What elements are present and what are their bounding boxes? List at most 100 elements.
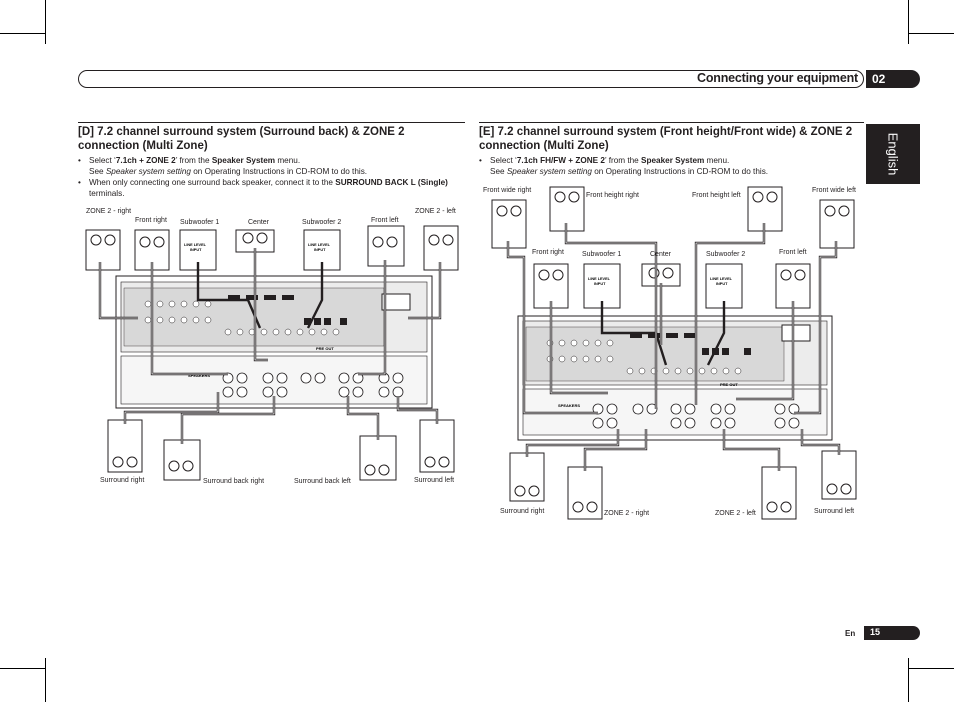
speaker-terminal [338, 372, 350, 384]
speaker-surround-back-left [359, 435, 397, 481]
rca-jack [626, 367, 634, 375]
page-title: Connecting your equipment [697, 71, 858, 85]
preout-terminal [314, 318, 321, 325]
section-d-title: [D] 7.2 channel surround system (Surroun… [78, 126, 405, 152]
rca-jack [180, 300, 188, 308]
speaker-terminal [352, 386, 364, 398]
label-front-right: Front right [532, 249, 564, 256]
preout-terminal [744, 348, 751, 355]
rca-jack [284, 328, 292, 336]
label-zone2-left: ZONE 2 - left [715, 510, 756, 517]
speaker-terminal [314, 372, 326, 384]
label-front-wide-left: Front wide left [812, 187, 856, 194]
crop-mark [0, 668, 45, 669]
crop-mark [908, 0, 909, 44]
rca-jack [606, 355, 614, 363]
rca-jack [570, 355, 578, 363]
speaker-front-wide-left [819, 199, 855, 249]
terminal-minus-icon [139, 236, 151, 248]
label-subwoofer-2: Subwoofer 2 [706, 251, 745, 258]
speaker-terminal [222, 386, 234, 398]
terminal-plus-icon [528, 485, 540, 497]
terminal-plus-icon [256, 232, 268, 244]
section-d-instructions: Select ‘7.1ch + ZONE 2’ from the Speaker… [78, 155, 468, 199]
label-surround-back-right: Surround back right [203, 478, 264, 485]
rca-jack [662, 367, 670, 375]
rca-jack [594, 355, 602, 363]
rca-jack [638, 367, 646, 375]
speaker-terminal [276, 386, 288, 398]
terminal-minus-icon [554, 191, 566, 203]
section-d-bullet-2: When only connecting one surround back s… [78, 177, 468, 199]
terminal-minus-icon [766, 501, 778, 513]
speaker-terminal [262, 386, 274, 398]
crop-mark [909, 33, 954, 34]
terminal-minus-icon [428, 234, 440, 246]
chapter-number: 02 [872, 72, 886, 86]
speaker-terminal [592, 417, 604, 429]
terminal-plus-icon [510, 205, 522, 217]
label-surround-back-left: Surround back left [294, 478, 351, 485]
hdmi-port [228, 295, 240, 300]
speaker-terminal [774, 417, 786, 429]
speaker-terminal [724, 417, 736, 429]
speaker-zone2-right [567, 466, 603, 520]
line-level-label: INPUT [314, 248, 326, 252]
rca-jack [168, 316, 176, 324]
terminal-minus-icon [364, 464, 376, 476]
speaker-terminal [606, 403, 618, 415]
cable-subwoofer-1 [600, 301, 668, 366]
section-e-bullet-1: Select ‘7.1ch FH/FW + ZONE 2’ from the S… [479, 155, 869, 177]
terminal-plus-icon [442, 234, 454, 246]
line-level-label: LINE LEVEL [710, 277, 733, 281]
terminal-plus-icon [378, 464, 390, 476]
rca-jack [722, 367, 730, 375]
terminal-minus-icon [538, 269, 550, 281]
diagram-e: SPEAKERS PRE OUT LINE LEVEL INPUT LINE L… [483, 186, 857, 520]
rca-jack [156, 300, 164, 308]
terminal-plus-icon [386, 236, 398, 248]
rca-jack [686, 367, 694, 375]
rca-jack [144, 300, 152, 308]
power-inlet [781, 324, 811, 342]
speaker-zone2-left [761, 466, 797, 520]
preout-terminal [722, 348, 729, 355]
terminal-plus-icon [438, 456, 450, 468]
rca-jack [272, 328, 280, 336]
subwoofer-2 [705, 263, 743, 309]
terminal-minus-icon [826, 483, 838, 495]
rca-jack [204, 300, 212, 308]
terminal-minus-icon [496, 205, 508, 217]
terminal-minus-icon [514, 485, 526, 497]
rca-jack [308, 328, 316, 336]
line-level-label: LINE LEVEL [588, 277, 611, 281]
rca-jack [144, 316, 152, 324]
section-e-rule [479, 122, 864, 123]
terminal-plus-icon [104, 234, 116, 246]
terminal-plus-icon [182, 460, 194, 472]
label-subwoofer-1: Subwoofer 1 [582, 251, 621, 258]
label-surround-right: Surround right [100, 477, 144, 484]
language-tab: English [866, 124, 920, 184]
label-front-right: Front right [135, 217, 167, 224]
cable-subwoofer-2 [306, 262, 324, 329]
terminal-minus-icon [242, 232, 254, 244]
terminal-plus-icon [662, 267, 674, 279]
section-d-rule [78, 122, 465, 123]
label-surround-left: Surround left [414, 477, 454, 484]
label-surround-left: Surround left [814, 508, 854, 515]
cable-subwoofer-2 [706, 301, 726, 366]
terminal-minus-icon [90, 234, 102, 246]
label-zone2-right: ZONE 2 - right [604, 510, 649, 517]
speaker-terminal [788, 417, 800, 429]
rca-jack [156, 316, 164, 324]
speaker-surround-back-right [163, 439, 201, 481]
rca-jack [180, 316, 188, 324]
speaker-terminal [684, 403, 696, 415]
rca-jack [168, 300, 176, 308]
label-front-left: Front left [371, 217, 399, 224]
rca-jack [192, 300, 200, 308]
terminal-plus-icon [766, 191, 778, 203]
rca-jack [204, 316, 212, 324]
rca-jack [296, 328, 304, 336]
